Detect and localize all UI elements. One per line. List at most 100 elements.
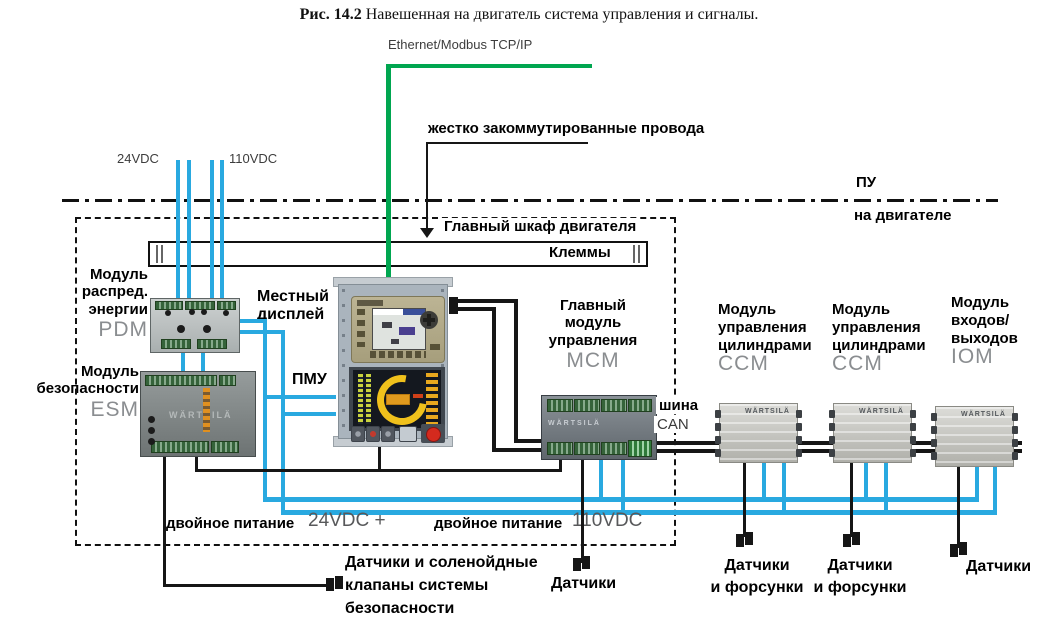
mcm-terminal bbox=[547, 442, 573, 455]
pdm-connector-dot bbox=[189, 309, 195, 315]
emergency-stop-button[interactable] bbox=[426, 427, 441, 442]
panel-button[interactable] bbox=[399, 426, 417, 442]
mcm-terminal bbox=[601, 442, 627, 455]
hardwired-line bbox=[428, 142, 588, 144]
terminal-tick bbox=[156, 245, 158, 263]
mcm-label-line2: модуль bbox=[564, 314, 622, 332]
display-lcd-unit bbox=[351, 296, 445, 363]
display-body bbox=[338, 284, 448, 443]
sensor-connector bbox=[736, 534, 744, 547]
wire-mcm-sensors bbox=[581, 456, 584, 563]
pdm-device bbox=[150, 298, 240, 353]
dual24-label: двойное питание bbox=[166, 515, 295, 532]
safety-sensors-label: Датчики и соленойдные клапаны системы бе… bbox=[345, 551, 538, 620]
wire-ccm2-sensors bbox=[850, 459, 853, 537]
pu-boundary-line bbox=[62, 199, 998, 202]
display-nav-buttons[interactable] bbox=[357, 309, 365, 347]
110vdc-label: 110VDC bbox=[229, 151, 278, 166]
terminal-tick bbox=[638, 245, 640, 263]
arrow-pad-cross bbox=[423, 318, 435, 322]
bus-110vdc bbox=[281, 510, 997, 515]
wire-feeder-24 bbox=[263, 319, 267, 502]
panel-button[interactable] bbox=[351, 426, 365, 442]
emergency-stop[interactable] bbox=[421, 424, 445, 443]
pdm-label: Модуль распред. энергии PDM bbox=[82, 266, 148, 342]
dual24-value: 24VDC + bbox=[308, 510, 386, 531]
ccm2-label-line1: Модуль bbox=[832, 301, 891, 318]
mcm-terminal bbox=[601, 399, 627, 412]
display-lcd-screen bbox=[372, 308, 426, 350]
mcm-terminal bbox=[574, 442, 600, 455]
wire-display-power bbox=[281, 412, 336, 416]
panel-button[interactable] bbox=[366, 426, 380, 442]
sensor-connector bbox=[843, 534, 851, 547]
mcm-can-connector bbox=[628, 440, 652, 457]
mcm-label: Главный модуль управления MCM bbox=[532, 297, 654, 373]
iom-connector-nub bbox=[931, 426, 937, 434]
wire-ccm1-power bbox=[782, 459, 786, 514]
wire-iom-sensors bbox=[957, 462, 960, 548]
wire-display-mcm bbox=[455, 307, 496, 311]
local-display-line2: дисплей bbox=[257, 306, 325, 324]
sensor-connector bbox=[335, 576, 343, 589]
ccm1-device: WÄRTSILÄ bbox=[715, 403, 802, 463]
figure-caption: Навешенная на двигатель система управлен… bbox=[361, 6, 759, 23]
pdm-label-line3: энергии bbox=[88, 300, 148, 318]
ccm-connector-nub bbox=[829, 410, 835, 418]
wire-24vdc bbox=[187, 160, 191, 301]
ccm-connector-nub bbox=[715, 423, 721, 431]
iom-label-line3: выходов bbox=[951, 330, 1018, 347]
wire-feeder-110 bbox=[281, 330, 285, 515]
ccm-connector-nub bbox=[715, 410, 721, 418]
pdm-terminal bbox=[161, 339, 191, 349]
iom-label-line1: Модуль bbox=[951, 294, 1010, 311]
ccm1-brand-text: WÄRTSILÄ bbox=[745, 408, 790, 415]
ccm-connector-nub bbox=[910, 423, 916, 431]
display-function-buttons[interactable] bbox=[370, 351, 426, 358]
ccm-connector-nub bbox=[829, 423, 835, 431]
esm-label-line1: Модуль bbox=[80, 363, 139, 380]
gauge-screen-inner bbox=[353, 365, 441, 435]
ccm2-device: WÄRTSILÄ bbox=[829, 403, 916, 463]
sensor-connector bbox=[326, 578, 334, 591]
wire-display-mcm bbox=[514, 299, 518, 441]
display-side-button[interactable] bbox=[430, 344, 440, 350]
ccm-connector-nub bbox=[796, 423, 802, 431]
wire-ccm1-sensors bbox=[743, 459, 746, 537]
figure-number: Рис. 14.2 bbox=[299, 6, 362, 23]
sensor-connector bbox=[745, 532, 753, 545]
ccm2-sensors-line1: Датчики bbox=[827, 557, 893, 574]
wire-pdm-esm bbox=[201, 350, 205, 374]
esm-connector-dot bbox=[148, 427, 155, 434]
sensor-connector bbox=[852, 532, 860, 545]
iom-connector-nub bbox=[931, 452, 937, 460]
pdm-terminal bbox=[197, 339, 227, 349]
ccm1-abbr: CCM bbox=[718, 352, 769, 375]
dual110-value: 110VDC bbox=[572, 510, 643, 531]
arrow-pad[interactable] bbox=[420, 311, 438, 329]
wire-mcm-power bbox=[599, 456, 603, 501]
local-display-label: Местный дисплей bbox=[257, 288, 329, 325]
ccm-connector-nub bbox=[796, 436, 802, 444]
pdm-connector-dot bbox=[201, 309, 207, 315]
display-chip bbox=[357, 300, 383, 306]
iom-label-line2: входов/ bbox=[951, 312, 1010, 329]
iom-connector-nub bbox=[931, 413, 937, 421]
wire-esm-sensors bbox=[163, 584, 327, 587]
ccm-connector-nub bbox=[829, 449, 835, 457]
ethernet-label: Ethernet/Modbus TCP/IP bbox=[388, 37, 533, 52]
wire-display-bottom bbox=[378, 445, 381, 472]
safety-sensors-line3: безопасности bbox=[345, 600, 455, 617]
ccm2-label-line2: управления bbox=[832, 319, 921, 336]
local-display-line1: Местный bbox=[257, 288, 329, 305]
ccm1-sensors-label: Датчики и форсунки bbox=[698, 555, 816, 599]
can-bus-label2: CAN bbox=[654, 416, 692, 434]
wire-esm-mcm bbox=[559, 456, 562, 471]
wire-esm-sensors bbox=[163, 455, 166, 587]
ccm1-label: Модуль управления цилиндрами CCM bbox=[718, 301, 812, 375]
ccm1-label-line1: Модуль bbox=[718, 301, 777, 318]
iom-connector-nub bbox=[1012, 452, 1018, 460]
ccm1-label-line2: управления bbox=[718, 319, 807, 336]
panel-button[interactable] bbox=[381, 426, 395, 442]
